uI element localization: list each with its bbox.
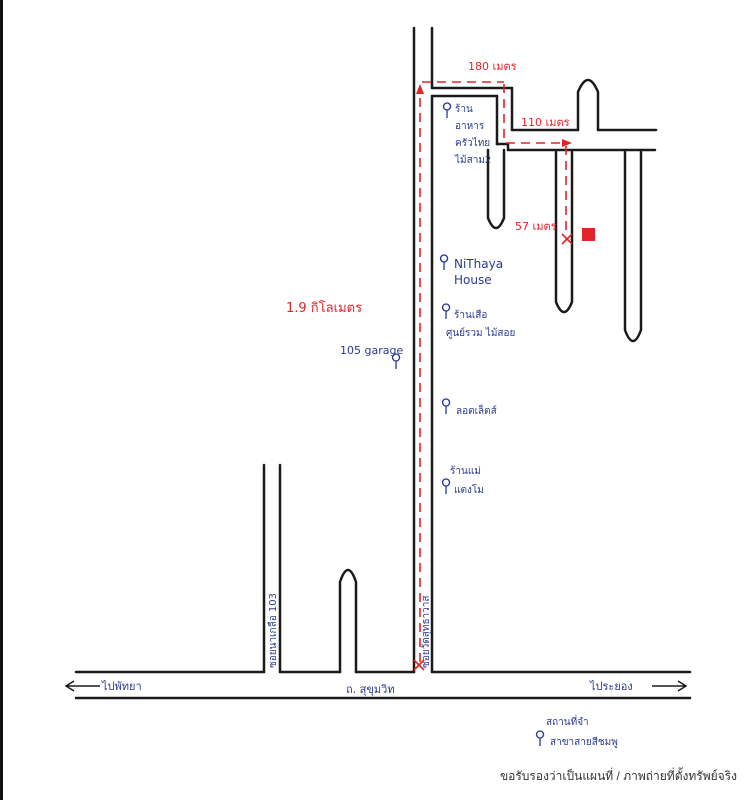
end-x-mark [561,233,573,245]
road-labels: ถ. สุขุมวิท ไปพัทยา ไประยอง ซอยนาเกลือ 1… [101,593,633,696]
garage-label: 105 garage [340,344,403,357]
route-arrowheads [416,84,572,147]
restaurant-label-1: ร้าน [455,103,473,115]
lotus-label: ลอตเล็ตส์ [456,403,497,417]
start-x-mark [413,659,425,671]
direction-arrows [64,680,688,692]
distance-right: 110 เมตร [521,116,570,129]
left-direction-label: ไปพัทยา [101,680,142,693]
pin-icon [535,730,545,747]
restaurant-label-4: ไม้สาม2 [454,154,491,166]
nithaya-label-2: House [454,273,492,287]
page-edge [0,0,3,800]
distance-side: 57 เมตร [515,220,557,233]
bottom-landmark-1: สถานที่จำ [546,714,589,728]
certification-footer: ขอรับรองว่าเป็นแผนที่ / ภาพถ่ายที่ตั้งทร… [499,769,737,783]
bottom-landmark-2: สาขาสายสีชมพู [550,736,618,748]
pin-icon [441,398,451,415]
property-marker [582,228,595,241]
restaurant-label-2: อาหาร [455,121,485,132]
route-path [419,81,567,662]
school-label-2: ศูนย์รวม ไม้สอย [446,327,515,339]
hotel-label-2: แตงโม [454,483,484,496]
soi-main-label: ซอยวัดสุทธาวาส [421,595,432,668]
restaurant-label-3: ครัวไทย [455,137,490,149]
pin-icon [442,102,452,119]
nithaya-label-1: NiThaya [454,257,503,271]
distance-main: 1.9 กิโลเมตร [286,300,362,316]
soi-left-label: ซอยนาเกลือ 103 [267,593,279,668]
landmark-labels: ร้าน อาหาร ครัวไทย ไม้สาม2 NiThaya House… [340,103,618,748]
location-pin-icons [391,102,545,747]
pin-icon [391,353,401,370]
pin-icon [441,303,451,320]
pin-icon [439,254,449,271]
main-road-label: ถ. สุขุมวิท [346,683,395,696]
right-direction-label: ไประยอง [589,680,633,693]
pin-icon [441,478,451,495]
distance-top: 180 เมตร [468,60,517,73]
roads [74,26,692,700]
hotel-label-1: ร้านแม่ [450,465,481,477]
school-label-1: ร้านเสือ [454,309,487,321]
